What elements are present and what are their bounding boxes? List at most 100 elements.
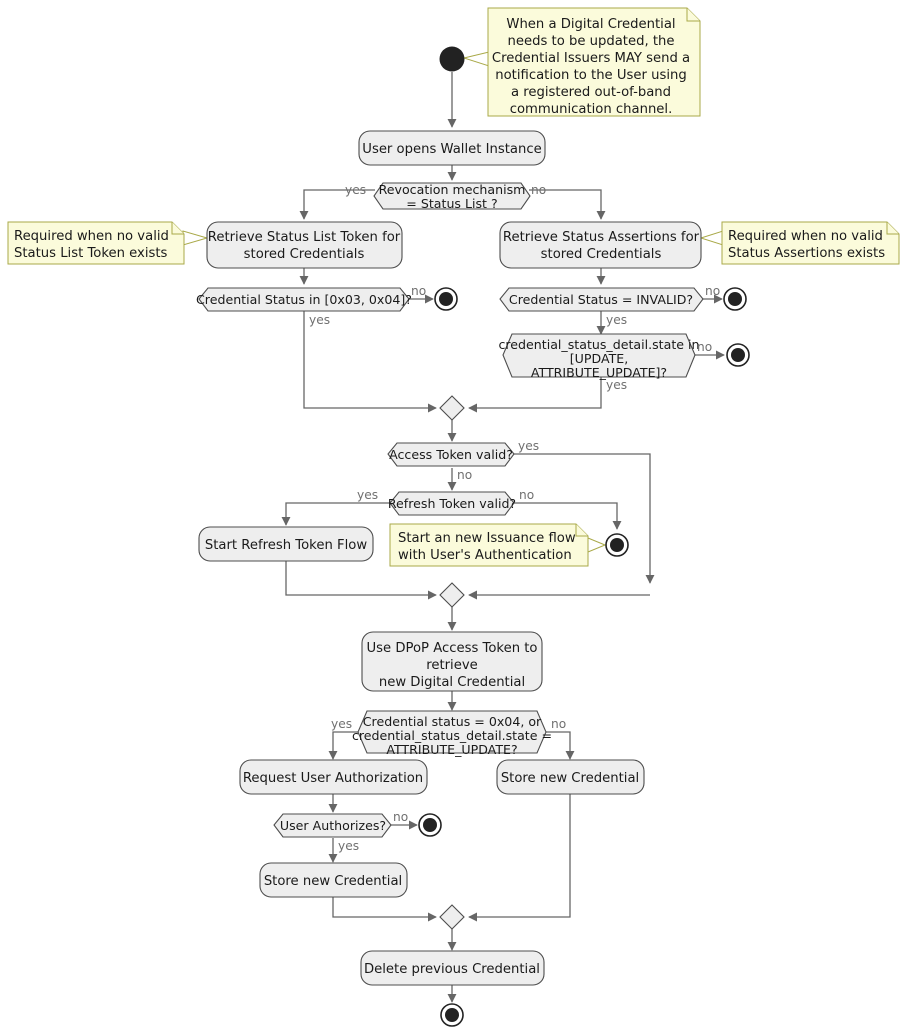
note-line: Status List Token exists: [14, 246, 168, 261]
edge-label-detail-yes: yes: [606, 378, 627, 392]
edge-label-revocation-no: no: [531, 183, 546, 197]
decision-line: Credential Status in [0x03, 0x04]?: [196, 292, 412, 307]
edges-layer: [281, 72, 725, 1003]
note-line: needs to be updated, the: [508, 34, 675, 49]
final-node-authorizes-no: [418, 813, 442, 837]
final-node-detail-no: [726, 343, 750, 367]
activity-store-new-credential-left[interactable]: Store new Credential: [259, 862, 408, 898]
activity-user-opens-wallet-instance[interactable]: User opens Wallet Instance: [358, 130, 546, 166]
note-line: a registered out-of-band: [511, 85, 671, 100]
activity-line: new Digital Credential: [379, 675, 525, 690]
edge-store-right-to-merge3: [468, 794, 571, 922]
edge-status0x04-no: [546, 731, 575, 760]
decision-credential-status-0x04[interactable]: Credential status = 0x04, or credential_…: [331, 710, 566, 757]
decision-line: credential_status_detail.state in: [498, 337, 699, 352]
activity-line: Retrieve Status Assertions for: [503, 230, 700, 245]
note-line: with User's Authentication: [398, 548, 572, 563]
edge-refresh-yes: [281, 502, 390, 526]
note-new-issuance-flow: Start an new Issuance flow with User's A…: [389, 523, 589, 567]
decision-line: Refresh Token valid?: [388, 496, 516, 511]
note-line: When a Digital Credential: [506, 17, 675, 32]
edge-label-status0x04-no: no: [551, 717, 566, 731]
activity-label: User opens Wallet Instance: [362, 142, 541, 157]
edge-label-access-no: no: [457, 468, 472, 482]
decision-credential-status-invalid[interactable]: Credential Status = INVALID? no yes: [499, 284, 720, 327]
edge-revocation-no: [529, 189, 606, 220]
decision-line: ATTRIBUTE_UPDATE]?: [531, 365, 667, 380]
decision-line: = Status List ?: [406, 196, 497, 211]
edge-label-access-yes: yes: [518, 439, 539, 453]
decision-line: User Authorizes?: [280, 818, 386, 833]
note-connector-status-list: [182, 230, 209, 246]
final-node-invalid-no: [723, 287, 747, 311]
decision-revocation-mechanism[interactable]: Revocation mechanism = Status List ? yes…: [345, 182, 546, 211]
edge-revocation-yes: [299, 189, 375, 220]
initial-node: [439, 46, 465, 72]
edge-status0x04-yes: [328, 731, 358, 760]
note-connector-status-assertions: [699, 230, 724, 246]
edge-store-left-to-merge3: [332, 897, 437, 922]
activity-label: Start Refresh Token Flow: [205, 538, 367, 553]
activity-request-user-authorization[interactable]: Request User Authorization: [239, 759, 428, 795]
note-status-list-required: Required when no valid Status List Token…: [7, 221, 185, 265]
edge-label-revocation-yes: yes: [345, 183, 366, 197]
activity-store-new-credential-right[interactable]: Store new Credential: [496, 759, 645, 795]
note-line: Required when no valid: [728, 229, 883, 244]
activity-start-refresh-token-flow[interactable]: Start Refresh Token Flow: [198, 526, 374, 562]
decision-line: credential_status_detail.state =: [352, 728, 552, 743]
edge-access-yes: [514, 453, 655, 584]
edge-label-refresh-yes: yes: [357, 488, 378, 502]
decision-line: Credential Status = INVALID?: [509, 292, 693, 307]
edge-refresh-flow-to-merge2: [285, 561, 437, 600]
edge-label-authorizes-no: no: [393, 810, 408, 824]
note-line: notification to the User using: [495, 68, 687, 83]
activity-retrieve-status-assertions[interactable]: Retrieve Status Assertions for stored Cr…: [499, 221, 702, 269]
activity-use-dpop-access-token[interactable]: Use DPoP Access Token to retrieve new Di…: [361, 631, 543, 692]
decision-credential-status-in-range[interactable]: Credential Status in [0x03, 0x04]? no ye…: [196, 284, 426, 327]
activity-line: Use DPoP Access Token to: [367, 641, 538, 656]
activity-label: Store new Credential: [264, 874, 402, 889]
note-status-assertions-required: Required when no valid Status Assertions…: [721, 221, 900, 265]
edge-label-status0x04-yes: yes: [331, 717, 352, 731]
merge-node-2: [439, 582, 465, 608]
activity-label: Store new Credential: [501, 771, 639, 786]
edge-status-list-yes-to-merge: [303, 311, 437, 413]
decision-credential-status-detail-state[interactable]: credential_status_detail.state in [UPDAT…: [498, 333, 712, 392]
decision-access-token-valid[interactable]: Access Token valid? yes no: [387, 439, 539, 482]
edge-refresh-no: [514, 502, 622, 530]
activity-delete-previous-credential[interactable]: Delete previous Credential: [360, 950, 545, 986]
note-line: Required when no valid: [14, 229, 169, 244]
edge-label-refresh-no: no: [519, 488, 534, 502]
merge-node-3: [439, 904, 465, 930]
note-line: Status Assertions exists: [728, 246, 885, 261]
activity-label: Request User Authorization: [243, 771, 423, 786]
decision-line: Access Token valid?: [389, 447, 513, 462]
note-connector-start: [462, 51, 490, 67]
edge-detail-yes-to-merge: [468, 377, 602, 413]
decision-user-authorizes[interactable]: User Authorizes? no yes: [273, 810, 408, 853]
decision-line: [UPDATE,: [570, 351, 629, 366]
activity-label: Delete previous Credential: [364, 962, 540, 977]
merge-node-1: [439, 395, 465, 421]
final-node-refresh-no: [605, 533, 629, 557]
edge-label-status-list-no: no: [411, 284, 426, 298]
note-line: Start an new Issuance flow: [398, 531, 576, 546]
decision-line: Revocation mechanism: [379, 182, 526, 197]
edge-label-authorizes-yes: yes: [338, 839, 359, 853]
note-line: communication channel.: [510, 102, 673, 117]
final-node-end: [440, 1003, 464, 1027]
activity-line: stored Credentials: [541, 247, 662, 262]
final-node-status-list-no: [434, 287, 458, 311]
note-line: Credential Issuers MAY send a: [492, 51, 690, 66]
activity-retrieve-status-list-token[interactable]: Retrieve Status List Token for stored Cr…: [206, 221, 403, 269]
activity-line: retrieve: [426, 658, 478, 673]
activity-line: Retrieve Status List Token for: [208, 230, 401, 245]
decision-line: ATTRIBUTE_UPDATE?: [386, 742, 517, 757]
note-connector-issuance: [587, 537, 607, 553]
edge-label-status-list-yes: yes: [309, 313, 330, 327]
decision-line: Credential status = 0x04, or: [363, 714, 542, 729]
decision-refresh-token-valid[interactable]: Refresh Token valid? yes no: [357, 488, 534, 516]
note-issuer-notification: When a Digital Credential needs to be up…: [487, 7, 701, 117]
